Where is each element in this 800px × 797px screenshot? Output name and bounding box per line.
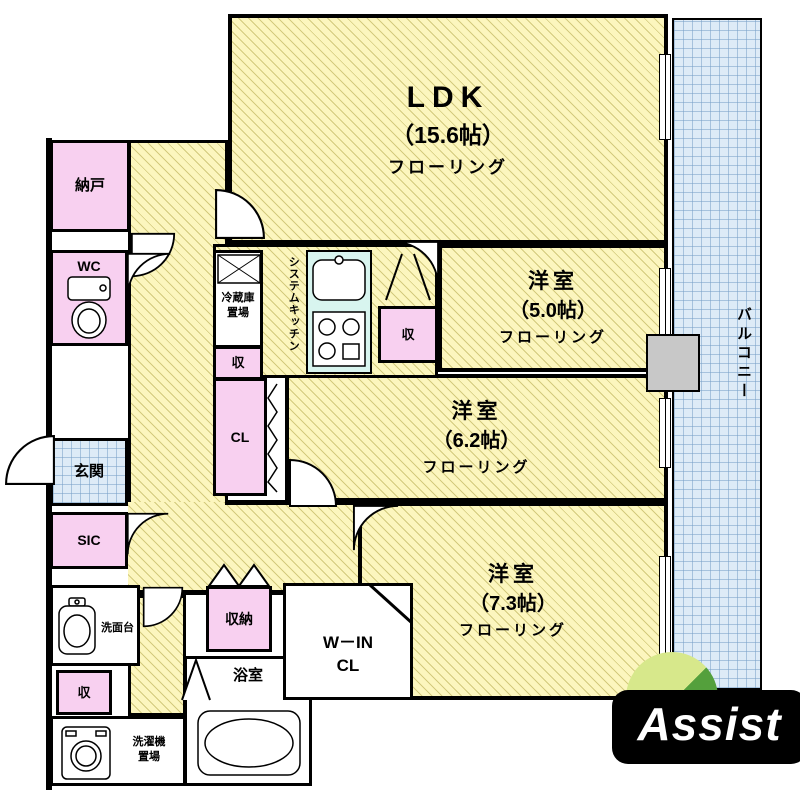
- diagonal-door-wincl: [368, 583, 414, 625]
- laundry-room: 洗濯機 置場: [50, 716, 186, 786]
- balcony-label: バルコニー: [735, 306, 752, 402]
- room-name: 洋室: [488, 563, 538, 587]
- room-label: 洗濯機 置場: [115, 735, 183, 766]
- room-floor: フローリング: [458, 621, 567, 639]
- room-size: （5.0帖）: [509, 299, 597, 322]
- door-arc-wc: [126, 252, 171, 297]
- shoe-closet-sic: SIC: [50, 512, 128, 569]
- fridge-space: 冷蔵庫 置場: [213, 250, 263, 348]
- fridge-crossbox-icon: [217, 254, 261, 284]
- room-label: 浴室: [232, 667, 263, 684]
- toilet-icon: [67, 276, 111, 339]
- door-arc-ldk: [215, 189, 265, 239]
- room-floor: フローリング: [388, 157, 508, 177]
- assist-logo: Assist: [612, 648, 800, 797]
- bifold-door-cl: [267, 383, 278, 493]
- room-label: 収: [401, 326, 415, 342]
- room-label: 冷蔵庫 置場: [216, 291, 260, 321]
- room-label: CL: [230, 428, 250, 445]
- window-room-7-3: [659, 556, 671, 658]
- storage-washroom: 収: [56, 670, 112, 715]
- room-name: 洋室: [451, 400, 502, 424]
- toilet-room: WC: [50, 250, 128, 346]
- entrance-genkan: 玄関: [50, 438, 128, 506]
- bath-room: 浴室: [184, 656, 312, 786]
- room-label: SIC: [77, 532, 101, 549]
- window-room-5-0: [659, 268, 671, 340]
- closet-cl: CL: [213, 378, 267, 496]
- double-door-storage-5-0: [385, 253, 431, 301]
- laundry-label-line2: 置場: [138, 751, 160, 764]
- fold-door-bath: [181, 656, 211, 701]
- window-ldk: [659, 54, 671, 140]
- storage-room-5-0: 収: [378, 306, 438, 363]
- pipe-space: [646, 334, 700, 392]
- room-label-line1: W－IN: [322, 633, 374, 653]
- room-label: 収: [231, 355, 245, 371]
- fridge-label-line1: 冷蔵庫: [221, 292, 255, 304]
- room-label: 収納: [225, 610, 253, 627]
- bathtub-icon: [197, 710, 301, 776]
- room-label: 収: [77, 684, 91, 700]
- room-name: 洋室: [528, 270, 578, 294]
- door-arc-entrance: [5, 435, 55, 485]
- room-label: WC: [77, 258, 101, 274]
- balcony: バルコニー: [672, 18, 762, 690]
- room-label-line2: CL: [336, 655, 360, 675]
- storage-nando: 納戸: [50, 140, 130, 232]
- double-door-shuno: [207, 563, 271, 587]
- logo-text: Assist: [637, 698, 782, 751]
- room-label: 納戸: [74, 177, 105, 194]
- sink-icon: [58, 597, 96, 655]
- room-ldk: LDK （15.6帖） フローリング: [228, 14, 668, 244]
- door-arc-room-6-2: [289, 458, 338, 507]
- room-label: 洗面台: [101, 622, 134, 634]
- storage-shuno: 収納: [206, 586, 272, 652]
- room-name: LDK: [406, 81, 490, 114]
- room-floor: フローリング: [498, 328, 607, 346]
- washing-machine-icon: [61, 726, 111, 780]
- room-size: （6.2帖）: [432, 429, 521, 452]
- room-6-2: 洋室 （6.2帖） フローリング: [285, 374, 668, 502]
- storage-kitchen: 収: [213, 346, 263, 380]
- room-size: （15.6帖）: [391, 122, 505, 148]
- fridge-label-line2: 置場: [227, 306, 249, 319]
- system-kitchen-label: システムキッチン: [287, 256, 300, 352]
- washstand-room: 洗面台: [50, 585, 140, 666]
- room-size: （7.3帖）: [469, 592, 557, 615]
- kitchen-counter: [306, 250, 372, 374]
- room-floor: フローリング: [422, 458, 531, 476]
- door-arc-washroom: [142, 586, 184, 628]
- door-arc-room-5-0: [393, 240, 440, 287]
- kitchen-sink-stove-icon: [312, 255, 366, 367]
- laundry-label-line1: 洗濯機: [132, 736, 166, 748]
- door-arc-sic: [126, 512, 169, 555]
- window-room-6-2: [659, 398, 671, 468]
- room-5-0: 洋室 （5.0帖） フローリング: [438, 244, 668, 372]
- room-label: 玄関: [73, 463, 104, 480]
- logo-banner: Assist: [612, 690, 800, 764]
- door-arc-room-7-3: [352, 504, 399, 551]
